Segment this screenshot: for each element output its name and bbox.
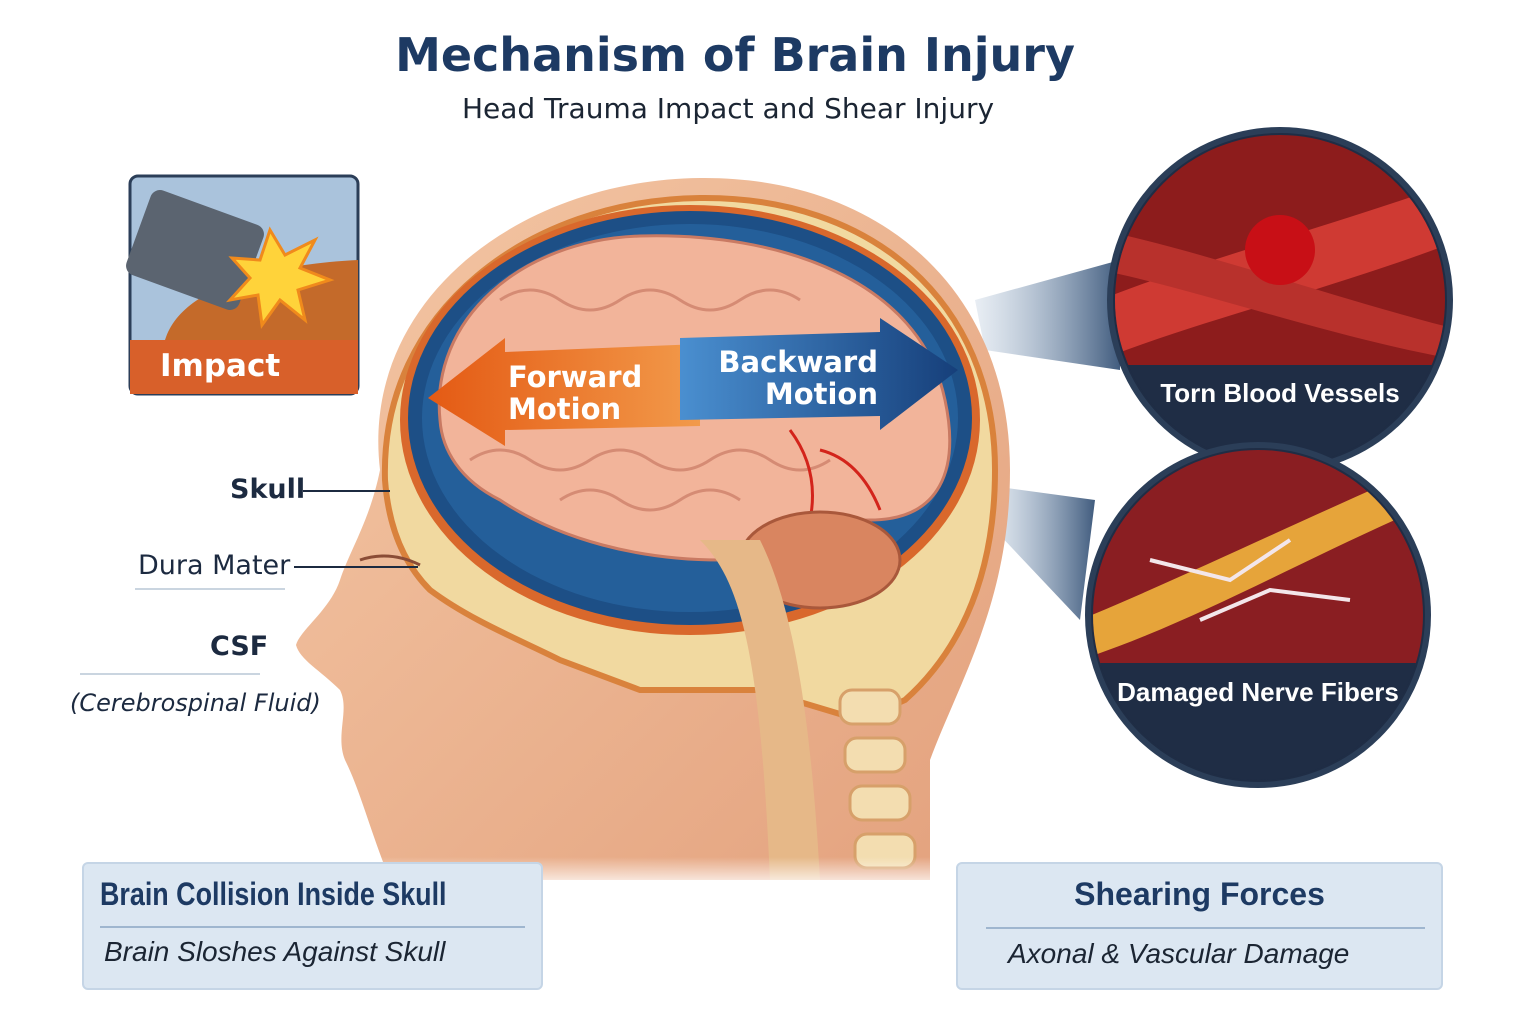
callout-beam-top (975, 260, 1120, 370)
forward-motion-label: Forward Motion (508, 361, 642, 425)
damaged-nerve-fibers-label: Damaged Nerve Fibers (1117, 677, 1399, 707)
brain-collision-detail: Brain Sloshes Against Skull (104, 936, 446, 967)
brain-gyri (469, 288, 831, 512)
csf-full-label: (Cerebrospinal Fluid) (70, 689, 321, 717)
backward-line1: Backward (718, 345, 878, 379)
page-title: Mechanism of Brain Injury (395, 28, 1075, 82)
dura-mater-label: Dura Mater (138, 550, 291, 581)
shearing-forces-box: Shearing Forces Axonal & Vascular Damage (956, 862, 1443, 990)
eye (359, 554, 421, 567)
damaged-nerve-fibers-inset (1085, 442, 1431, 788)
backward-motion-label: Backward Motion (718, 346, 878, 410)
forward-motion-arrow (428, 338, 700, 446)
brain-blood-vessels (788, 429, 882, 521)
shearing-forces-detail: Axonal & Vascular Damage (1008, 938, 1350, 969)
brain-collision-heading: Brain Collision Inside Skull (100, 876, 447, 912)
backward-motion-arrow (680, 318, 958, 430)
backward-line2: Motion (764, 377, 878, 411)
callout-beam-bottom (985, 485, 1095, 620)
impact-burst-icon (225, 226, 335, 329)
torn-blood-vessels-inset (1107, 127, 1453, 473)
shearing-forces-heading: Shearing Forces (1074, 876, 1325, 912)
page-subtitle: Head Trauma Impact and Shear Injury (461, 92, 995, 125)
csf-label: CSF (210, 631, 269, 662)
torn-blood-vessels-label: Torn Blood Vessels (1160, 378, 1400, 408)
skull-label: Skull (230, 474, 306, 505)
hammer-icon (126, 190, 264, 310)
impact-panel-art (126, 174, 360, 396)
forward-line2: Motion (508, 392, 622, 426)
forward-line1: Forward (508, 360, 643, 394)
brain-collision-box: Brain Collision Inside Skull Brain Slosh… (82, 862, 543, 990)
impact-label: Impact (160, 348, 281, 384)
